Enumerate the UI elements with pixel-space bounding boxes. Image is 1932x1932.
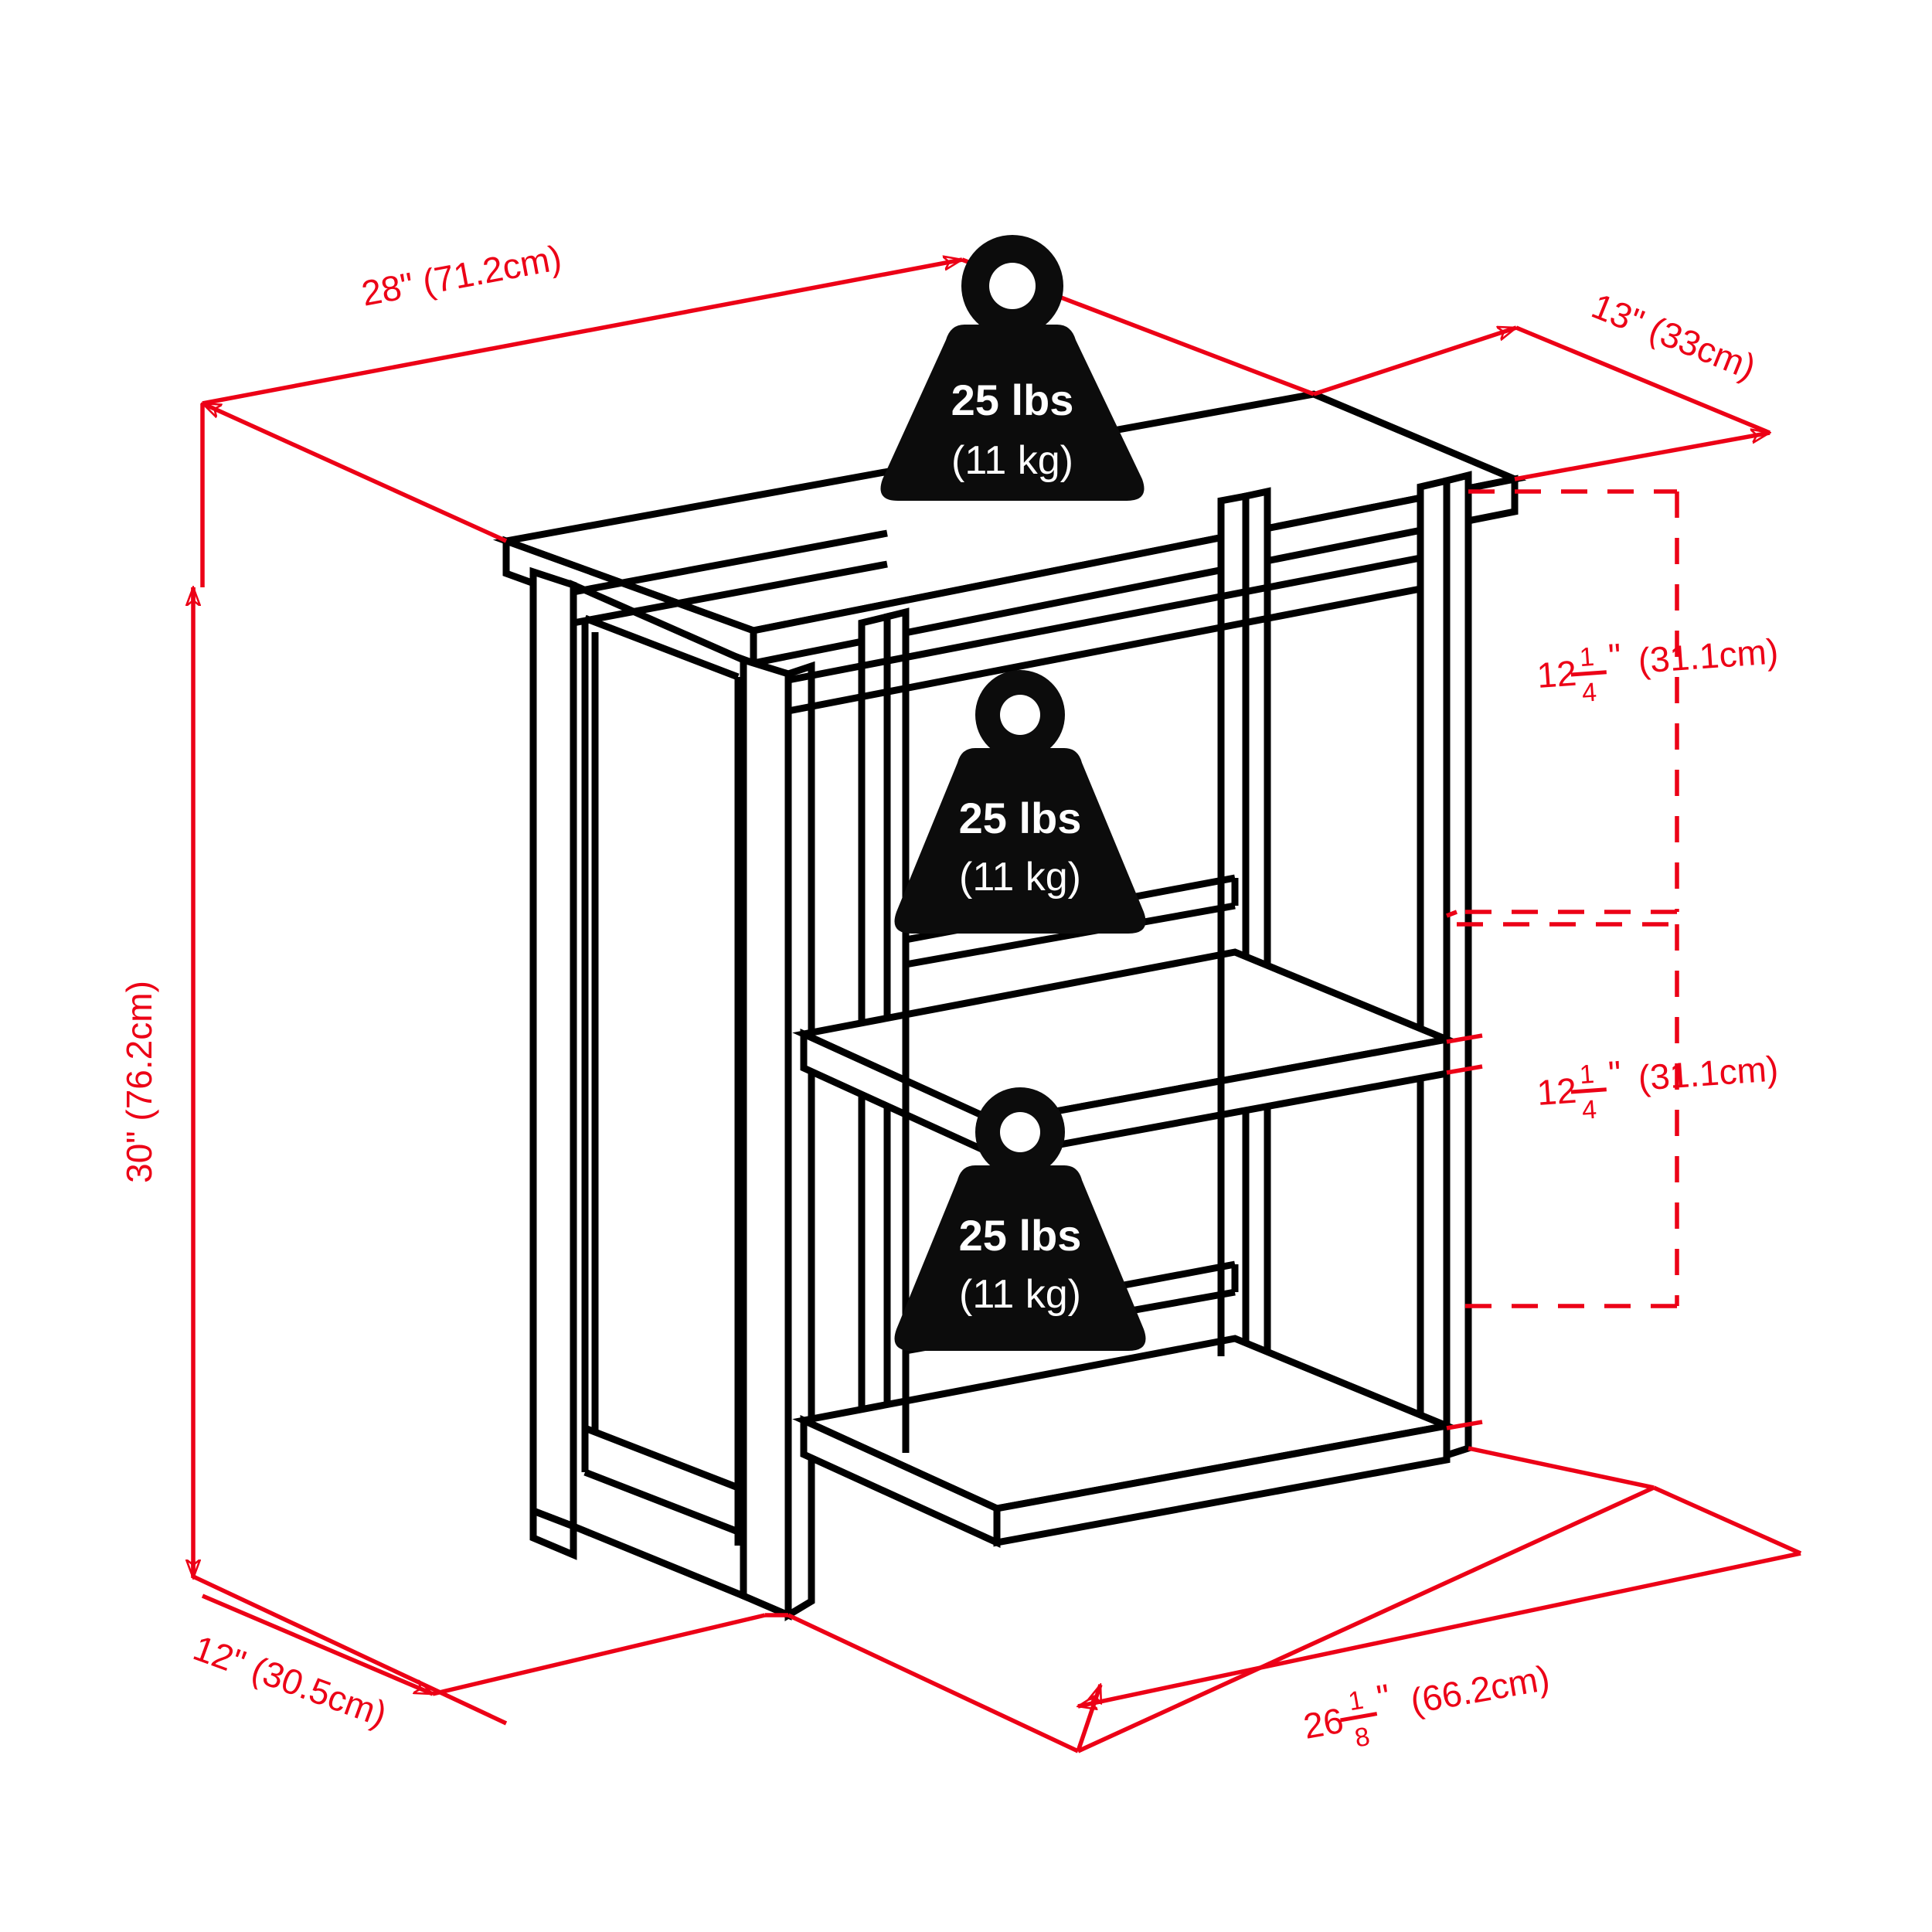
label-base-width-denominator: 8 bbox=[1352, 1722, 1372, 1753]
front-left-leg bbox=[740, 655, 815, 1621]
label-upper-gap-numerator: 1 bbox=[1579, 642, 1596, 672]
dim-base-depth bbox=[201, 1594, 788, 1696]
label-top-width-text: 28" (71.2cm) bbox=[359, 237, 565, 314]
weight-ring-icon bbox=[975, 1087, 1065, 1177]
label-lower-gap-unit: " bbox=[1607, 1053, 1623, 1094]
dim-upper-gap bbox=[1446, 489, 1679, 918]
rear-left-leg bbox=[529, 1505, 577, 1560]
left-side-panel bbox=[529, 566, 747, 1601]
label-overall-height-text: 30" (76.2cm) bbox=[119, 981, 159, 1183]
dim-base-width bbox=[1078, 1485, 1802, 1706]
left-panel-frame bbox=[581, 614, 742, 1546]
weight-body-icon bbox=[894, 748, 1146, 934]
weight-body-icon bbox=[880, 325, 1145, 501]
label-base-width-whole: 26 bbox=[1301, 1700, 1346, 1747]
top-front-apron bbox=[787, 554, 1421, 715]
weight-body-icon bbox=[894, 1165, 1146, 1351]
label-upper-gap-whole: 12 bbox=[1536, 653, 1578, 696]
label-lower-gap-metric: (31.1cm) bbox=[1637, 1048, 1780, 1098]
dim-top-depth bbox=[1313, 325, 1770, 481]
weight-middle-kg: (11 kg) bbox=[959, 855, 1081, 900]
weight-icon-top: 25 lbs (11 kg) bbox=[880, 235, 1145, 501]
label-base-depth: 12" (30.5cm) bbox=[189, 1628, 393, 1734]
weight-ring-icon bbox=[961, 235, 1063, 337]
weight-middle-lbs: 25 lbs bbox=[959, 794, 1082, 842]
dimension-ticks bbox=[1446, 1033, 1483, 1430]
weight-icon-bottom: 25 lbs (11 kg) bbox=[894, 1087, 1146, 1351]
weight-bottom-lbs: 25 lbs bbox=[959, 1211, 1082, 1260]
label-top-depth-text: 13" (33cm) bbox=[1587, 285, 1762, 387]
label-top-depth: 13" (33cm) bbox=[1587, 285, 1762, 387]
label-lower-shelf-clearance: 12 1 4 " (31.1cm) bbox=[1536, 1048, 1780, 1125]
label-upper-gap-unit: " bbox=[1607, 635, 1623, 676]
dimension-lines-dashed bbox=[1446, 489, 1679, 1308]
label-base-depth-text: 12" (30.5cm) bbox=[189, 1628, 393, 1734]
weight-icon-middle: 25 lbs (11 kg) bbox=[894, 670, 1146, 934]
top-panel bbox=[492, 390, 1527, 668]
bottom-shelf bbox=[792, 1335, 1459, 1548]
label-upper-gap-metric: (31.1cm) bbox=[1637, 631, 1780, 681]
label-overall-height: 30" (76.2cm) bbox=[119, 981, 159, 1183]
label-base-width-unit: " bbox=[1374, 1676, 1393, 1718]
label-base-width-numerator: 1 bbox=[1346, 1685, 1366, 1717]
label-top-width: 28" (71.2cm) bbox=[359, 237, 565, 314]
label-upper-shelf-clearance: 12 1 4 " (31.1cm) bbox=[1536, 631, 1780, 708]
front-right-leg bbox=[1417, 471, 1472, 1461]
label-base-width-metric: (66.2cm) bbox=[1407, 1658, 1553, 1722]
dim-lower-gap bbox=[1457, 922, 1679, 1308]
top-back-apron bbox=[573, 529, 888, 627]
label-lower-gap-numerator: 1 bbox=[1579, 1060, 1596, 1090]
label-lower-gap-denominator: 4 bbox=[1581, 1095, 1598, 1125]
label-upper-gap-denominator: 4 bbox=[1581, 678, 1598, 708]
weight-top-kg: (11 kg) bbox=[951, 438, 1073, 483]
label-lower-gap-whole: 12 bbox=[1536, 1070, 1578, 1113]
dim-overall-height bbox=[193, 403, 508, 1726]
weight-bottom-kg: (11 kg) bbox=[959, 1272, 1081, 1317]
label-base-width: 26 1 8 " (66.2cm) bbox=[1301, 1658, 1553, 1753]
weight-top-lbs: 25 lbs bbox=[951, 376, 1074, 424]
weight-ring-icon bbox=[975, 670, 1065, 760]
dimension-lines bbox=[193, 260, 1802, 1753]
bookshelf-illustration bbox=[492, 390, 1527, 1621]
